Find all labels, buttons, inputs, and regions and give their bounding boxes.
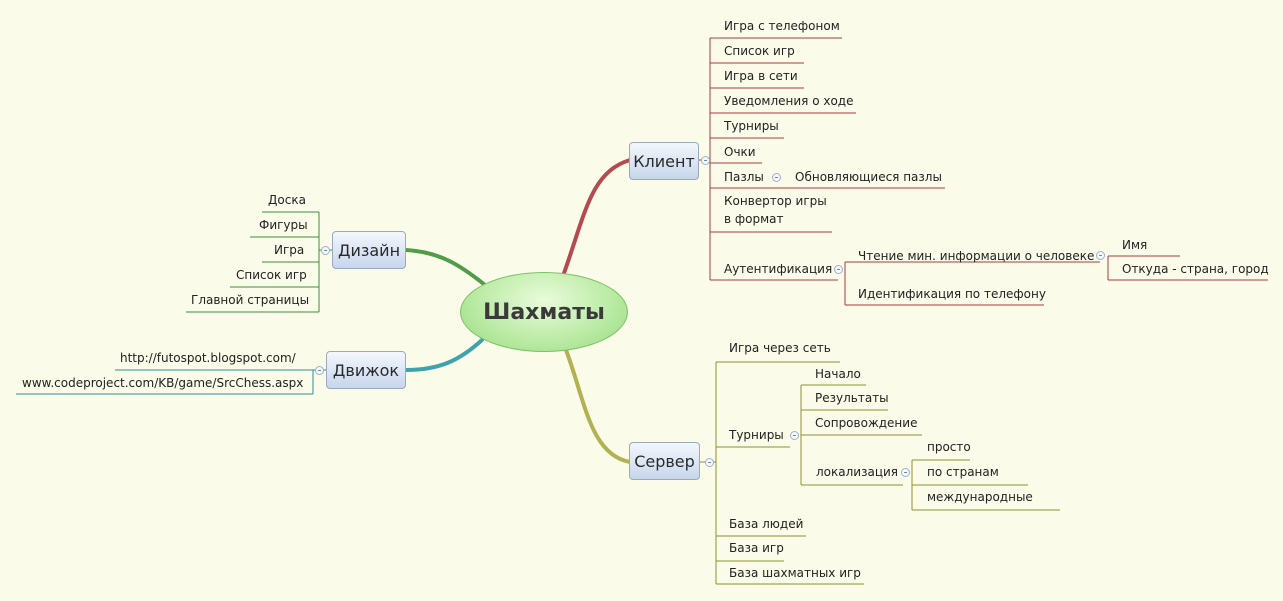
client-item-move-notifications[interactable]: Уведомления о ходе [724,94,854,108]
server-item-games-db[interactable]: База игр [729,541,784,555]
collapse-toggle-server-icon[interactable] [705,458,714,467]
branch-server [564,348,632,464]
tournament-item-support[interactable]: Сопровождение [815,416,918,430]
topic-engine[interactable]: Движок [326,351,406,389]
collapse-toggle-localization-icon[interactable] [901,468,910,477]
collapse-toggle-engine-icon[interactable] [315,366,324,375]
info-item-name[interactable]: Имя [1122,238,1148,252]
client-item-authentication[interactable]: Аутентификация [724,262,833,276]
tournament-item-results[interactable]: Результаты [815,391,889,405]
design-item-game[interactable]: Игра [274,243,305,257]
collapse-toggle-puzzles-icon[interactable] [772,173,781,182]
design-item-game-list[interactable]: Список игр [236,268,307,282]
design-item-board[interactable]: Доска [268,193,306,207]
branch-engine [404,338,484,372]
client-item-puzzles[interactable]: Пазлы [724,170,764,184]
localization-item-simple[interactable]: просто [927,440,971,454]
branch-client [561,158,632,278]
localization-item-international[interactable]: международные [927,490,1033,504]
client-item-phone-game[interactable]: Игра с телефоном [724,19,840,33]
client-item-tournaments[interactable]: Турниры [724,119,779,133]
client-item-updating-puzzles[interactable]: Обновляющиеся пазлы [795,170,942,184]
collapse-toggle-client-icon[interactable] [701,156,710,165]
design-item-home-page[interactable]: Главной страницы [191,293,310,307]
client-item-online-game[interactable]: Игра в сети [724,69,798,83]
central-topic[interactable]: Шахматы [460,272,628,352]
server-connectors [700,361,1060,585]
tournament-item-start[interactable]: Начало [815,367,861,381]
topic-client[interactable]: Клиент [629,142,699,180]
server-item-chess-games-db[interactable]: База шахматных игр [729,566,861,580]
server-item-people-db[interactable]: База людей [729,517,804,531]
collapse-toggle-tournaments-icon[interactable] [790,431,799,440]
engine-item-codeproject-link[interactable]: www.codeproject.com/KB/game/SrcChess.asp… [22,376,304,390]
auth-item-read-min-info[interactable]: Чтение мин. информации о человеке [858,249,1095,263]
tournament-item-localization[interactable]: локализация [816,465,899,479]
client-item-points[interactable]: Очки [724,145,756,159]
design-connectors [186,211,332,313]
localization-item-by-country[interactable]: по странам [927,465,999,479]
topic-server[interactable]: Сервер [629,442,700,480]
client-item-game-converter[interactable]: Конвертор игры в формат [724,194,827,226]
server-item-tournaments[interactable]: Турниры [729,428,784,442]
engine-item-futospot-link[interactable]: http://futospot.blogspot.com/ [120,351,296,365]
design-item-pieces[interactable]: Фигуры [259,218,308,232]
client-connectors [698,37,1268,306]
collapse-toggle-design-icon[interactable] [321,246,330,255]
server-item-network-game[interactable]: Игра через сеть [729,341,831,355]
branch-design [404,248,487,287]
topic-design[interactable]: Дизайн [332,231,406,269]
collapse-toggle-auth-icon[interactable] [834,265,843,274]
info-item-origin[interactable]: Откуда - страна, город [1122,262,1269,276]
client-item-game-list[interactable]: Список игр [724,44,795,58]
auth-item-phone-identification[interactable]: Идентификация по телефону [858,287,1046,301]
collapse-toggle-info-icon[interactable] [1096,251,1105,260]
